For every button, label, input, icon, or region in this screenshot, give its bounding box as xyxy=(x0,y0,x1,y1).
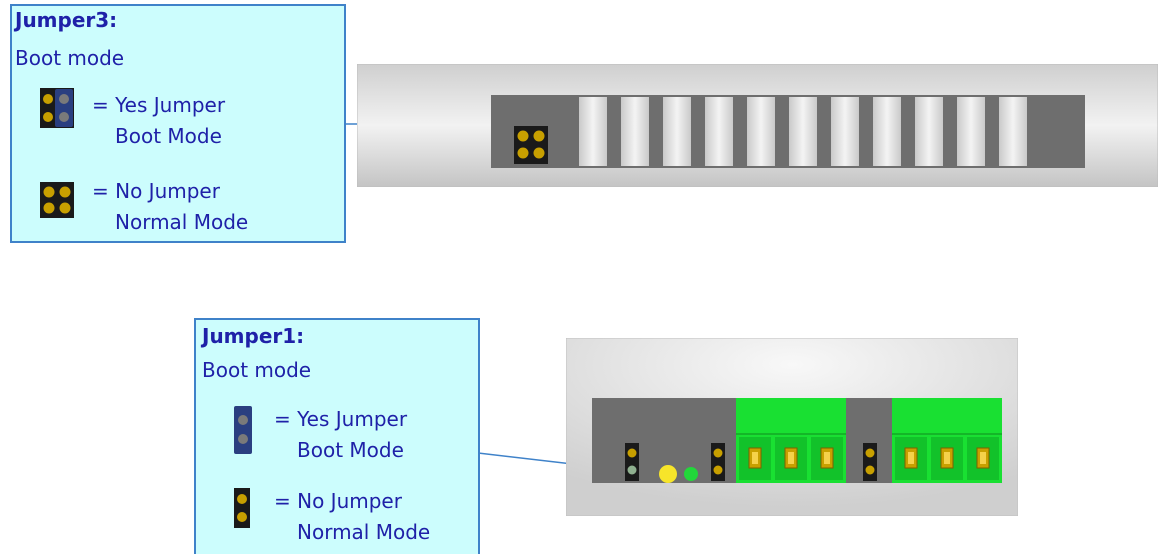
led-green-icon xyxy=(684,467,698,481)
jumper3-yes-label: = Yes Jumper Boot Mode xyxy=(92,90,225,152)
jumper1-subtitle: Boot mode xyxy=(202,358,312,382)
board-fin-slot xyxy=(873,97,901,166)
jumper3-yes-line2: Boot Mode xyxy=(115,124,222,148)
led-yellow-icon xyxy=(659,465,677,483)
board-fin-slot xyxy=(789,97,817,166)
jumper1-no-line2: Normal Mode xyxy=(297,520,431,544)
jumper3-yes-line1: = Yes Jumper xyxy=(92,93,226,117)
board-fin-slot xyxy=(999,97,1027,166)
board-fin-slot xyxy=(747,97,775,166)
bottom-device-board xyxy=(566,338,1018,516)
jumper3-callout: Jumper3: Boot mode = Yes Jumper Boot Mod… xyxy=(10,4,346,243)
board-fin-slot xyxy=(831,97,859,166)
jumper3-no-label: = No Jumper Normal Mode xyxy=(92,176,248,238)
jumper3-subtitle: Boot mode xyxy=(15,46,125,70)
jumper3-title: Jumper3: xyxy=(15,8,118,32)
jumper1-callout: Jumper1: Boot mode = Yes Jumper Boot Mod… xyxy=(194,318,480,554)
jumper3-on-board-icon xyxy=(514,126,548,164)
jumper-open-icon xyxy=(234,488,250,528)
jumper-closed-icon xyxy=(234,406,252,454)
jumper1-yes-label: = Yes Jumper Boot Mode xyxy=(274,404,407,466)
jumper3-no-line1: = No Jumper xyxy=(92,179,220,203)
jumper1-title: Jumper1: xyxy=(202,324,305,348)
board-fin-slot xyxy=(663,97,691,166)
jumper1-no-label: = No Jumper Normal Mode xyxy=(274,486,430,548)
jumper-open-icon xyxy=(40,182,74,218)
jumper1-yes-line1: = Yes Jumper xyxy=(274,407,408,431)
board-fin-slot xyxy=(705,97,733,166)
jumper1-yes-line2: Boot Mode xyxy=(297,438,404,462)
jumper3-no-line2: Normal Mode xyxy=(115,210,249,234)
board-fin-slot xyxy=(579,97,607,166)
board-fin-slot xyxy=(621,97,649,166)
board-fin-slot xyxy=(915,97,943,166)
board-fin-slot xyxy=(957,97,985,166)
jumper1-no-line1: = No Jumper xyxy=(274,489,402,513)
jumper-closed-icon xyxy=(40,88,74,128)
top-device-board xyxy=(357,64,1158,187)
